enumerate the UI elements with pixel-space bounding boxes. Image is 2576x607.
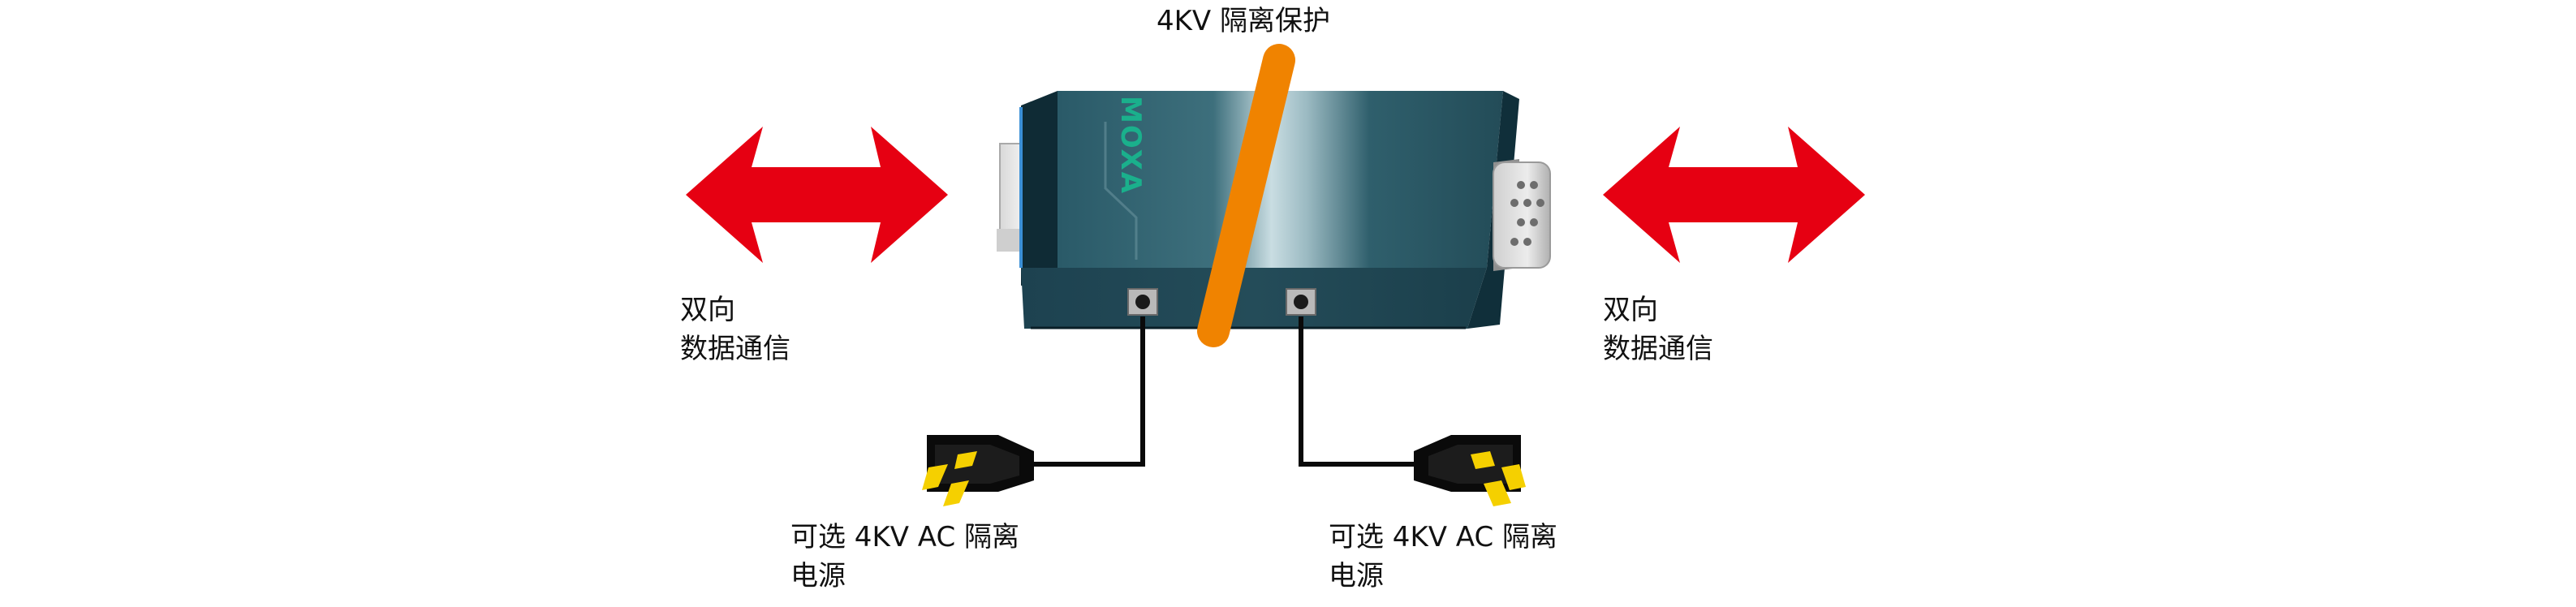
right-power-jack-icon <box>1286 288 1316 316</box>
left-plug-label: 可选 4KV AC 隔离 电源 <box>790 518 1019 596</box>
left-power-plug-icon <box>922 435 1034 506</box>
left-power-jack-icon <box>1127 288 1158 316</box>
right-power-cable <box>1299 316 1414 467</box>
left-power-cable <box>1029 316 1145 467</box>
right-power-plug-icon <box>1414 435 1526 506</box>
left-comm-label: 双向 数据通信 <box>680 291 790 368</box>
right-comm-line1: 双向 <box>1603 294 1658 326</box>
isolation-barrier-icon <box>1197 44 1295 347</box>
left-plug-line2: 电源 <box>790 560 846 592</box>
right-comm-label: 双向 数据通信 <box>1603 291 1713 368</box>
isolation-title-text: 4KV 隔离保护 <box>1157 5 1330 37</box>
right-comm-line2: 数据通信 <box>1603 333 1713 365</box>
left-comm-line2: 数据通信 <box>680 333 790 365</box>
right-plug-label: 可选 4KV AC 隔离 电源 <box>1329 518 1557 596</box>
right-db9-connector-icon <box>1493 159 1551 271</box>
left-plug-line1: 可选 4KV AC 隔离 <box>790 521 1020 553</box>
right-double-arrow-icon <box>1603 127 1865 263</box>
right-plug-line2: 电源 <box>1329 560 1384 592</box>
right-plug-line1: 可选 4KV AC 隔离 <box>1329 521 1558 553</box>
left-double-arrow-icon <box>686 127 948 263</box>
moxa-logo: MOXA <box>1114 96 1147 195</box>
left-comm-line1: 双向 <box>680 294 735 326</box>
isolation-title: 4KV 隔离保护 <box>1157 2 1330 41</box>
